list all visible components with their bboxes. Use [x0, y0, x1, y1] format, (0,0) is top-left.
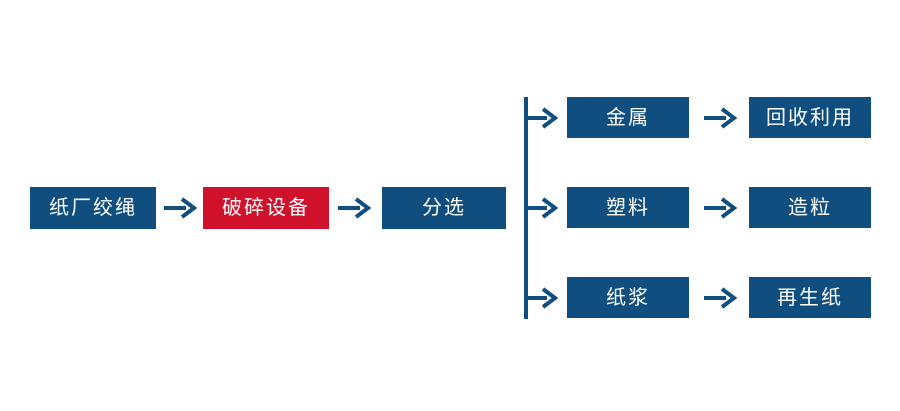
- node-pelletizing[interactable]: 造粒: [749, 187, 871, 228]
- node-plastic[interactable]: 塑料: [567, 187, 689, 228]
- node-sorting[interactable]: 分选: [382, 187, 506, 229]
- branch-arrow-icon-pulp: [525, 283, 559, 313]
- node-recycled-paper[interactable]: 再生纸: [749, 277, 871, 318]
- node-crushing-equipment[interactable]: 破碎设备: [203, 187, 329, 229]
- arrow-right-icon-crush-to-sort: [336, 193, 372, 223]
- node-paper-mill-rope[interactable]: 纸厂绞绳: [30, 187, 156, 229]
- node-metal[interactable]: 金属: [567, 97, 689, 138]
- node-pulp[interactable]: 纸浆: [567, 277, 689, 318]
- arrow-right-icon-pulp-to-recycled-paper: [702, 283, 738, 313]
- branch-arrow-icon-plastic: [525, 193, 559, 223]
- arrow-right-icon-metal-to-recycle: [702, 103, 738, 133]
- node-recycling-reuse[interactable]: 回收利用: [749, 97, 871, 138]
- arrow-right-icon-rope-to-crush: [162, 193, 198, 223]
- arrow-right-icon-plastic-to-pelletize: [702, 193, 738, 223]
- branch-arrow-icon-metal: [525, 103, 559, 133]
